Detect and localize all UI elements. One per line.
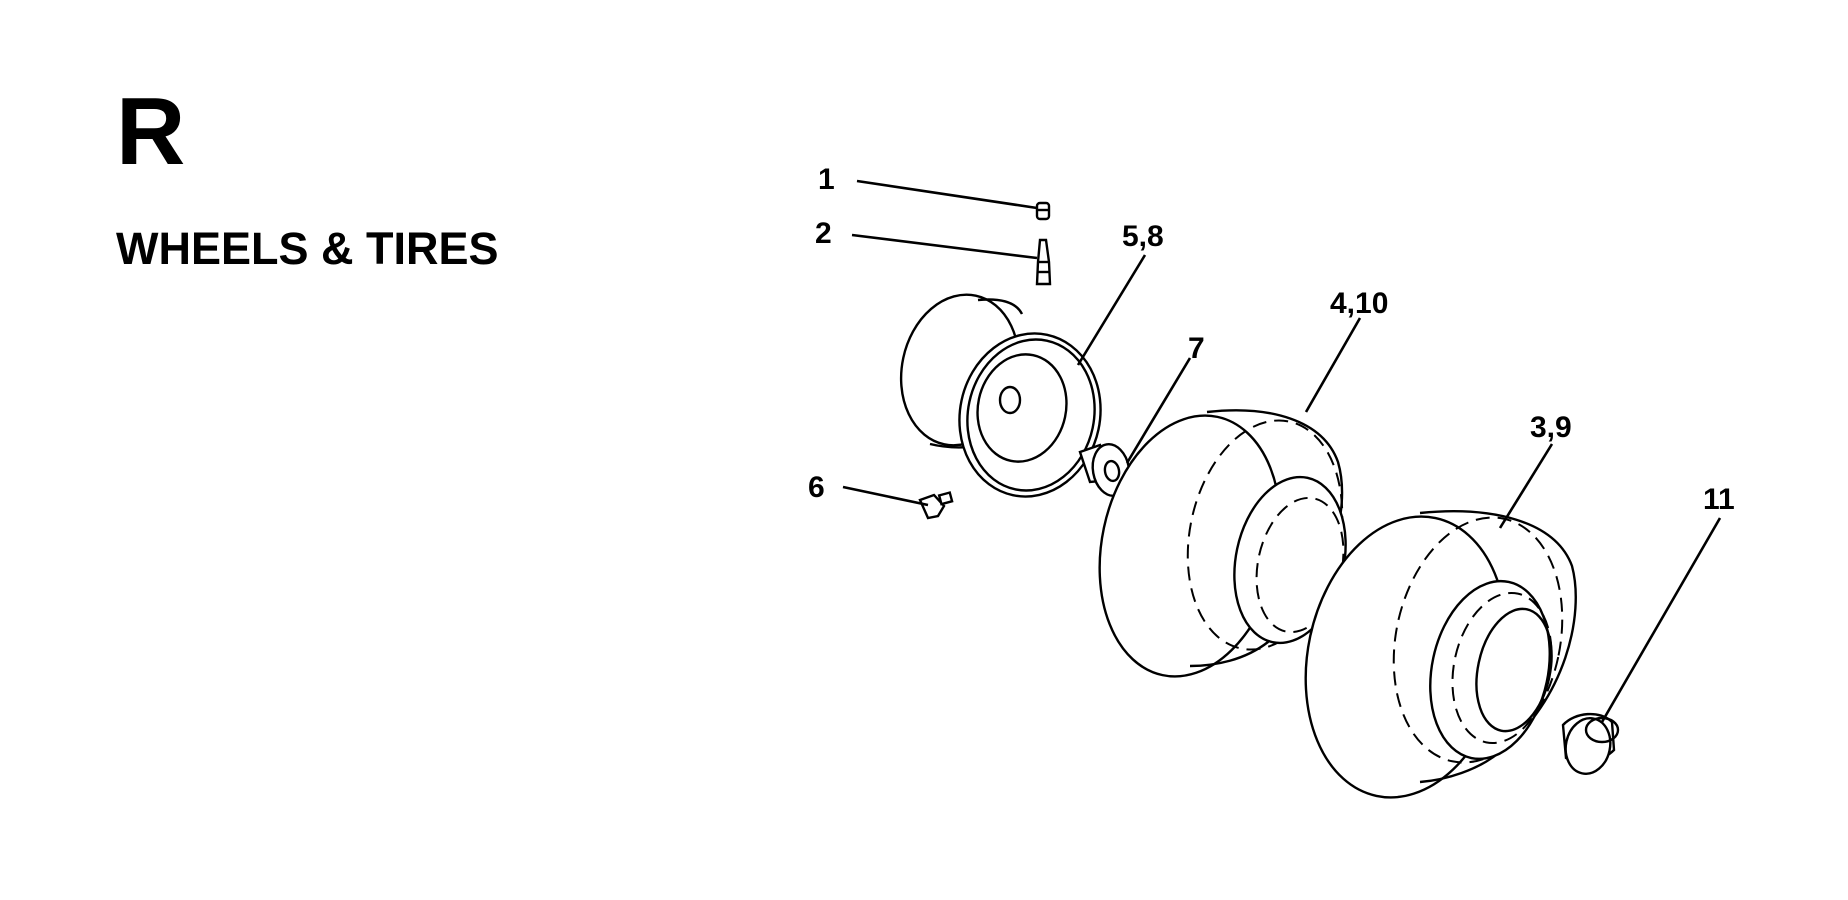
callout-11: 11 [1703, 483, 1735, 516]
inner-tire [1098, 409, 1347, 678]
callout-1: 1 [818, 163, 835, 196]
callout-3-9: 3,9 [1530, 411, 1572, 444]
leader-line-4-10 [1304, 317, 1362, 413]
section-title: WHEELS & TIRES [116, 223, 499, 274]
section-letter: R [116, 78, 186, 185]
valve-cap [1035, 201, 1051, 221]
leader-line-5-8 [1076, 254, 1147, 366]
hub-cap [1561, 712, 1620, 775]
wheel-rim [899, 293, 1102, 498]
leader-line-1 [856, 179, 1038, 210]
leader-line-2 [851, 233, 1038, 260]
callout-5-8: 5,8 [1122, 220, 1164, 253]
leader-line-7 [1125, 357, 1192, 464]
valve-stem [1035, 238, 1052, 286]
lug-bolt [918, 491, 954, 520]
callout-6: 6 [808, 471, 825, 504]
callout-4-10: 4,10 [1330, 287, 1388, 320]
callout-2: 2 [815, 217, 832, 250]
outer-tire [1304, 510, 1577, 799]
leader-line-3-9 [1498, 443, 1554, 529]
callout-7: 7 [1188, 332, 1205, 365]
leader-line-11 [1600, 517, 1722, 723]
leader-line-6 [842, 485, 929, 507]
